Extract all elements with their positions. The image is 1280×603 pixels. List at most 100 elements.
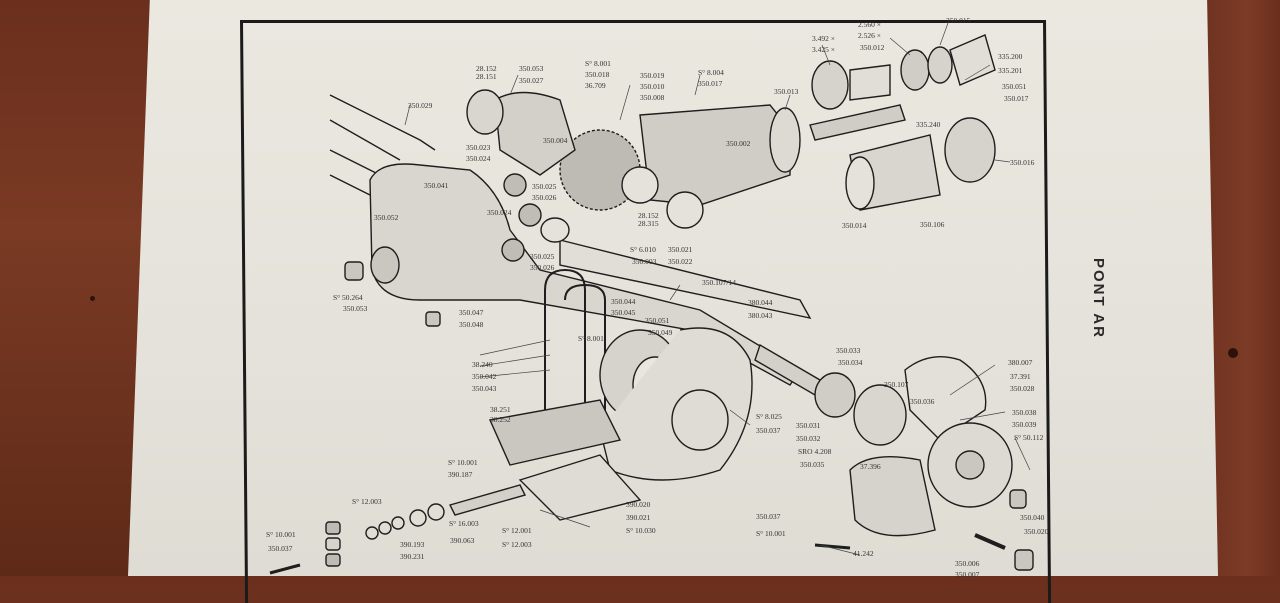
part-label: 390.231 (400, 552, 425, 561)
document-title: PONT AR (1090, 258, 1107, 339)
part-label: S° 12.003 (352, 497, 382, 506)
part-label: 380.044 (748, 298, 773, 307)
part-label: 350.036 (910, 397, 935, 406)
part-label: 350.012 (860, 43, 885, 52)
part-label: 390.063 (450, 536, 475, 545)
part-label: 350.019 (640, 71, 665, 80)
part-label: 350.007 (955, 570, 980, 579)
part-label: 390.021 (626, 513, 651, 522)
part-label: 350.031 (796, 421, 821, 430)
part-label: 38.240 (472, 360, 493, 369)
part-label: 335.240 (916, 120, 941, 129)
part-label: 350.038 (1012, 408, 1037, 417)
part-label: 28.152 (476, 64, 497, 73)
spring-mount (488, 268, 753, 481)
part-label: 28.152 (638, 211, 659, 220)
part-label: 350.022 (668, 257, 693, 266)
part-label: 380.007 (1008, 358, 1033, 367)
part-label: 350.106 (920, 220, 945, 229)
part-label: 350.045 (611, 308, 636, 317)
part-label: 350.033 (836, 346, 861, 355)
part-label: 350.014 (842, 221, 867, 230)
part-label: 3.425 × (812, 45, 835, 54)
part-label: S° 10.001 (756, 529, 786, 538)
part-label: 350.042 (472, 372, 497, 381)
part-label: 350.003 (632, 257, 657, 266)
part-label: 2.526 × (858, 31, 881, 40)
pinion-assembly (809, 34, 996, 211)
part-label: 350.016 (1010, 158, 1035, 167)
part-label: 3.492 × (812, 34, 835, 43)
part-label: 350.035 (800, 460, 825, 469)
part-label: 350.043 (472, 384, 497, 393)
part-label: 350.029 (408, 101, 433, 110)
part-label: 350.037 (756, 512, 781, 521)
part-label: 380.043 (748, 311, 773, 320)
part-label: 350.052 (374, 213, 399, 222)
part-label: 37.391 (1010, 372, 1031, 381)
part-label: S° 12.001 (502, 526, 532, 535)
part-label: 350.010 (640, 82, 665, 91)
part-label: 37.396 (860, 462, 881, 471)
part-label: 350.028 (1010, 384, 1035, 393)
part-label: 350.023 (466, 143, 491, 152)
table-speck (90, 296, 95, 301)
part-label: 350.039 (1012, 420, 1037, 429)
part-label: 350.026 (532, 193, 557, 202)
part-label: 350.027 (519, 76, 544, 85)
part-label: S° 50.264 (333, 293, 363, 302)
leader-lines (404, 22, 1031, 556)
part-label: 350.053 (519, 64, 544, 73)
part-label: 335.201 (998, 66, 1023, 75)
part-label: 28.151 (476, 72, 497, 81)
part-label: S° 8.001 (585, 59, 611, 68)
part-label: S° 10.001 (448, 458, 478, 467)
part-label: S° 10.030 (626, 526, 656, 535)
part-label: 350.037 (756, 426, 781, 435)
part-label: 2.560 × (858, 20, 881, 29)
part-label: 350.048 (459, 320, 484, 329)
linkage-assembly (269, 261, 1034, 575)
differential-carrier (466, 89, 801, 262)
part-label: 390.187 (448, 470, 473, 479)
part-label: 38.252 (490, 415, 511, 424)
part-label: 350.026 (530, 263, 555, 272)
part-label: S° 50.112 (1014, 433, 1044, 442)
part-label: 350.107/14 (702, 278, 736, 287)
part-label: 350.044 (611, 297, 636, 306)
part-label: 350.017 (698, 79, 723, 88)
part-label: 350.053 (343, 304, 368, 313)
part-label: SRO 4.208 (798, 447, 832, 456)
part-label: 350.017 (1004, 94, 1029, 103)
part-label: 350.025 (530, 252, 555, 261)
part-label: 350.002 (726, 139, 751, 148)
part-label: 350.015 (946, 16, 971, 25)
part-label: S° 10.001 (266, 530, 296, 539)
part-label: 36.709 (585, 81, 606, 90)
part-label: 350.051 (1002, 82, 1027, 91)
part-label: 350.025 (532, 182, 557, 191)
table-speck (1228, 348, 1238, 358)
part-label: 350.021 (668, 245, 693, 254)
part-label: S° 16.003 (449, 519, 479, 528)
part-label: 350.008 (640, 93, 665, 102)
part-label: 390.020 (626, 500, 651, 509)
part-label: 38.251 (490, 405, 511, 414)
part-label: S° 8.001 (578, 334, 604, 343)
part-label: 350.107 (884, 380, 909, 389)
part-label: 28.315 (638, 219, 659, 228)
exploded-parts-drawing (269, 22, 1034, 575)
part-label: 350.040 (1020, 513, 1045, 522)
part-label: 350.024 (466, 154, 491, 163)
part-label: 350.018 (585, 70, 610, 79)
part-label: S° 8.004 (698, 68, 724, 77)
part-label: 350.041 (424, 181, 449, 190)
part-label: 350.006 (955, 559, 980, 568)
part-label: 350.004 (543, 136, 568, 145)
part-label: 350.024 (487, 208, 512, 217)
part-label: 390.193 (400, 540, 425, 549)
part-label: 335.200 (998, 52, 1023, 61)
part-label: 350.020 (1024, 527, 1049, 536)
part-label: 350.013 (774, 87, 799, 96)
part-label: 350.049 (648, 328, 673, 337)
